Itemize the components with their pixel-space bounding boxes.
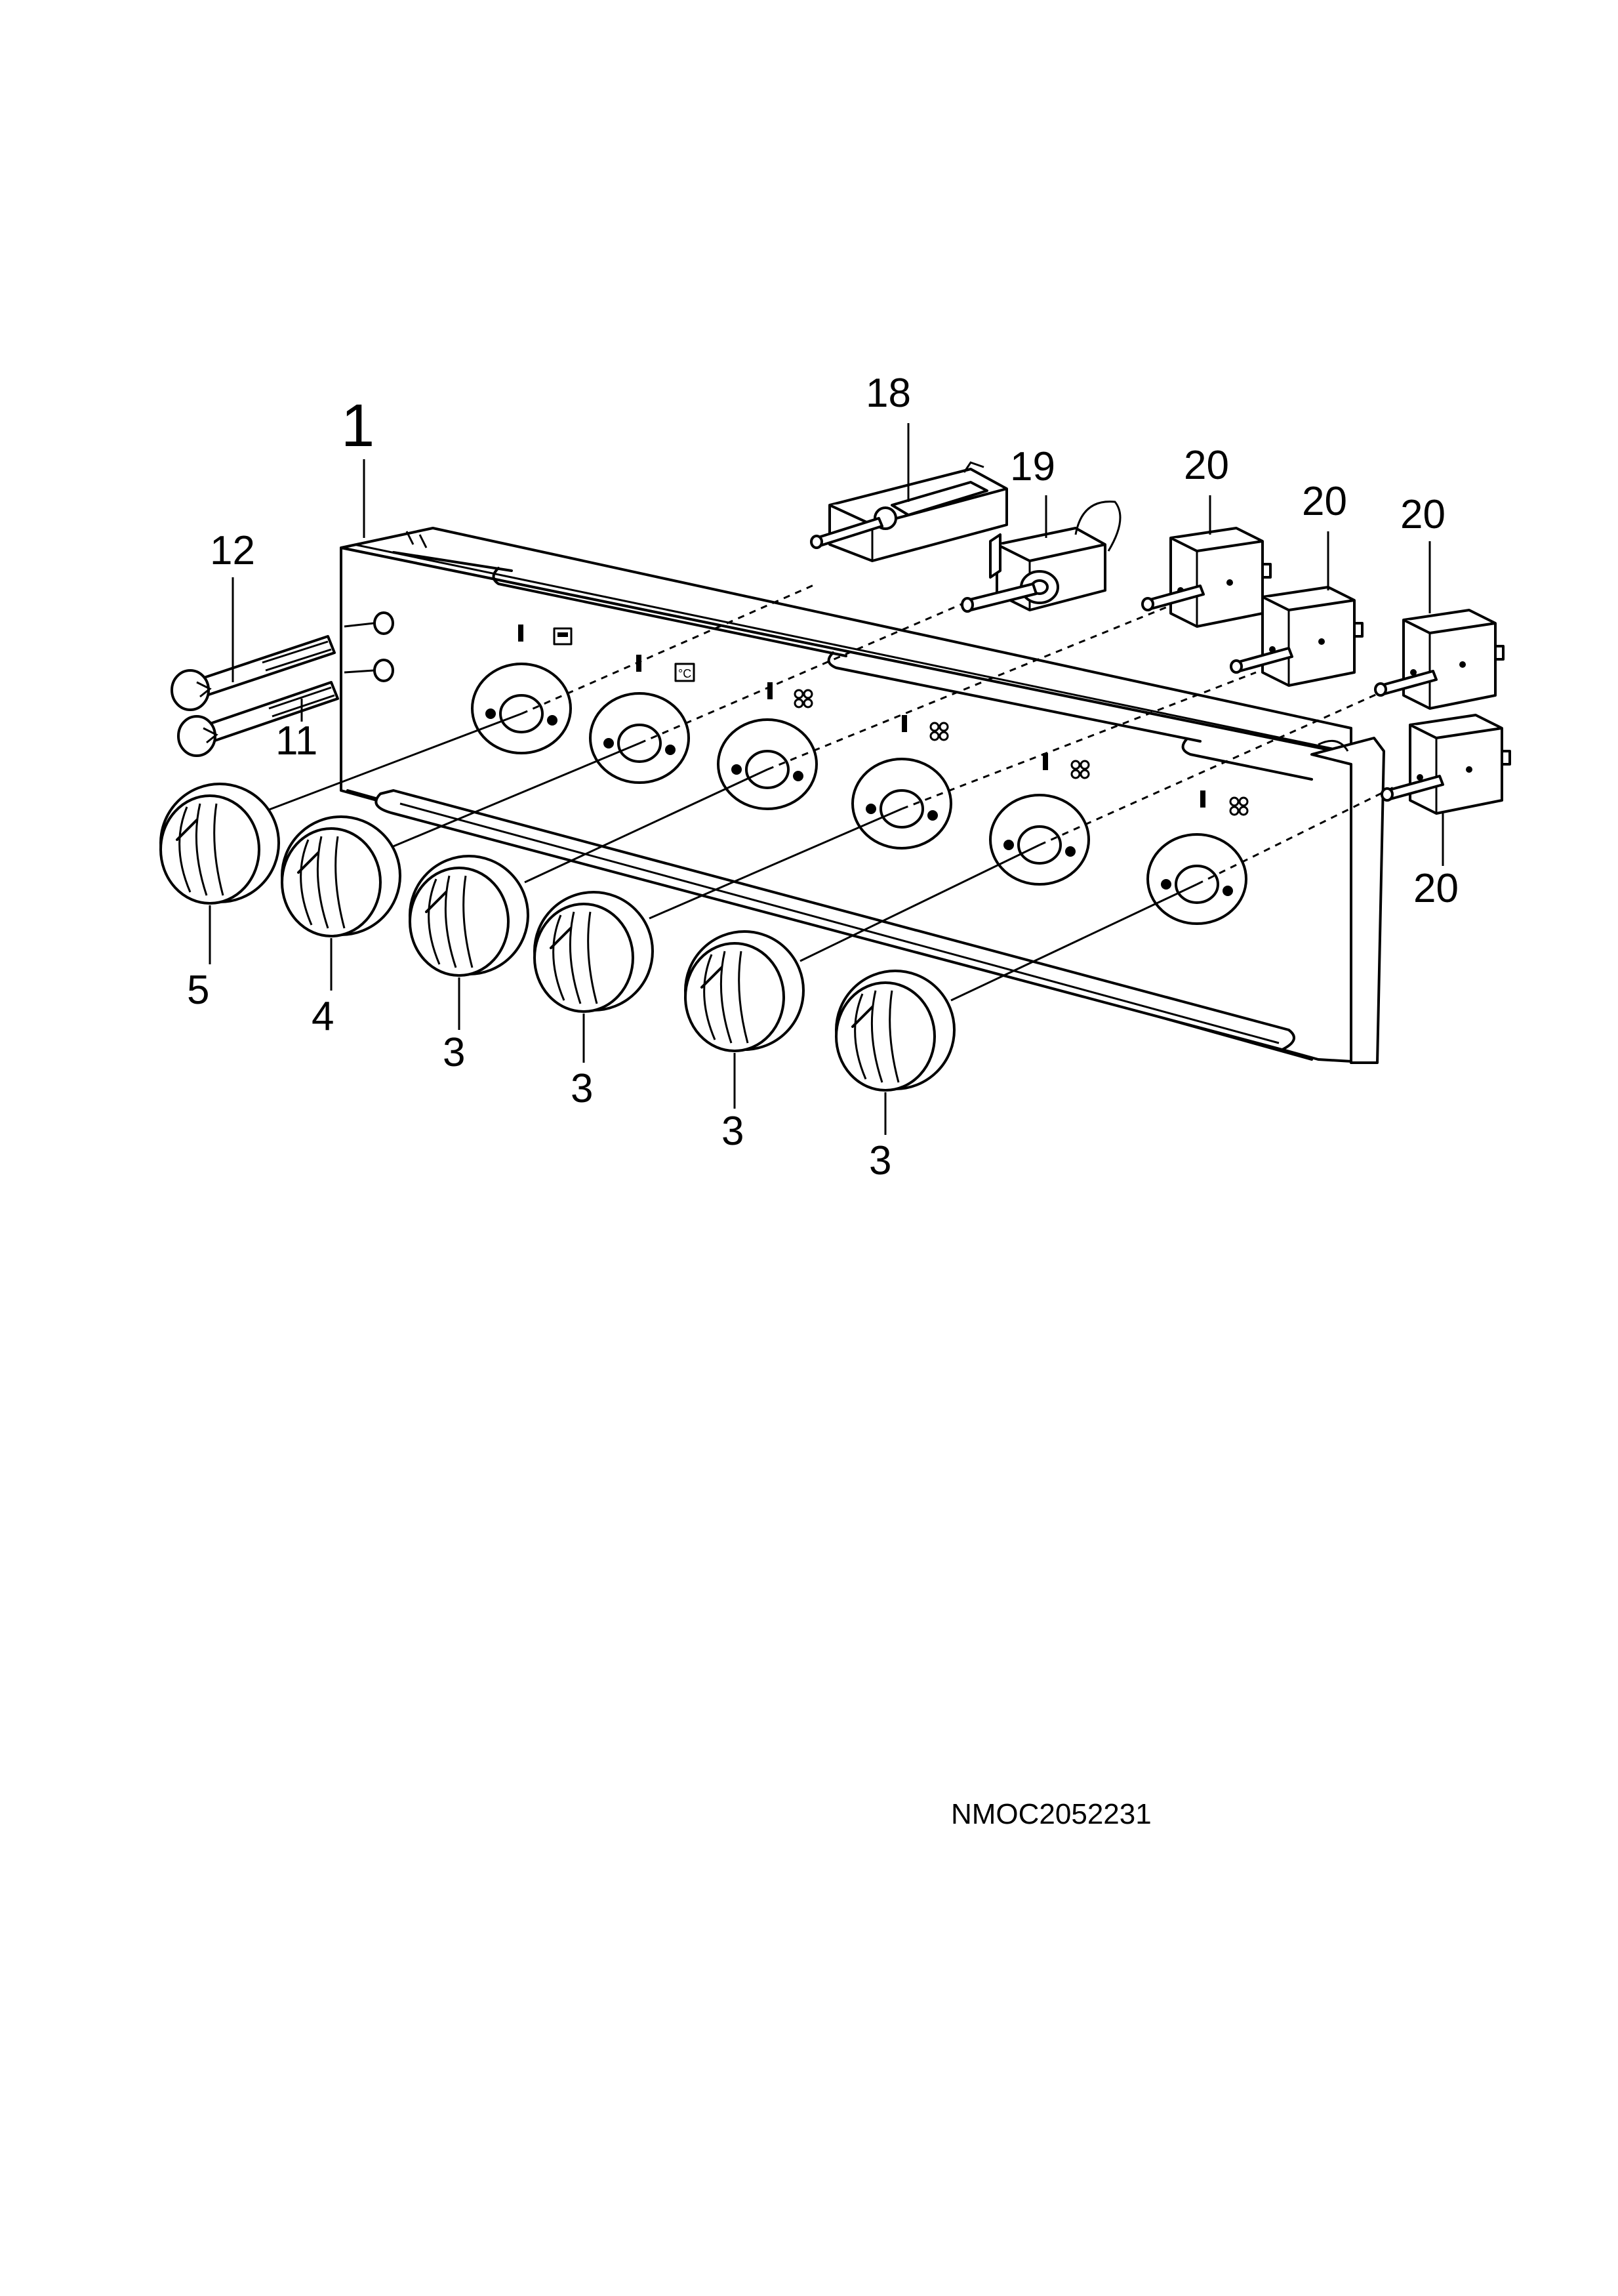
leader-lines — [209, 423, 1444, 1135]
thermostat-unit — [961, 501, 1122, 613]
callout-12: 12 — [210, 528, 255, 573]
bezel-1 — [471, 663, 572, 754]
bezel-5 — [989, 794, 1090, 886]
callout-11: 11 — [275, 718, 317, 764]
timer-unit — [810, 461, 1008, 562]
energy-regulator-2 — [1230, 586, 1364, 687]
callout-3-b: 3 — [571, 1066, 593, 1111]
bezel-6 — [1146, 833, 1247, 925]
assembly-lines — [258, 583, 1404, 1002]
hob-zone-icon — [1229, 796, 1249, 816]
callout-3-c: 3 — [721, 1109, 744, 1154]
energy-regulator-4 — [1381, 714, 1511, 815]
energy-regulator-3 — [1374, 609, 1505, 710]
callout-20-d: 20 — [1413, 866, 1459, 911]
svg-text:°C: °C — [678, 667, 691, 680]
indicator-lamp-11 — [177, 681, 339, 757]
knob-3a — [409, 855, 529, 977]
energy-regulator-1 — [1141, 527, 1272, 628]
callout-20-c: 20 — [1400, 492, 1446, 537]
knob-bezels — [471, 663, 1247, 925]
hob-zone-icon — [1070, 760, 1090, 779]
callout-1: 1 — [341, 392, 374, 459]
callout-labels: 1 18 19 20 20 20 20 12 11 5 4 3 3 3 3 NM… — [187, 371, 1459, 1830]
callout-3-a: 3 — [443, 1030, 465, 1075]
hob-zone-icon — [929, 722, 949, 741]
callout-18: 18 — [866, 371, 911, 416]
callout-20-a: 20 — [1184, 443, 1229, 488]
knob-5 — [159, 783, 280, 905]
temperature-celsius-icon: °C — [674, 663, 695, 682]
knob-3d — [835, 970, 956, 1092]
knob-3b — [533, 891, 654, 1013]
bezel-4 — [851, 758, 952, 850]
callout-4: 4 — [312, 994, 334, 1039]
callout-19: 19 — [1010, 444, 1055, 489]
drawing-code: NMOC2052231 — [951, 1798, 1152, 1830]
bezel-2 — [589, 692, 690, 784]
callout-5: 5 — [187, 968, 209, 1013]
knob-3c — [684, 930, 805, 1052]
timer-symbol-icon — [553, 627, 573, 646]
callout-3-d: 3 — [869, 1138, 891, 1183]
bezel-3 — [717, 718, 818, 810]
indicator-lamp-12 — [171, 635, 336, 711]
panel-symbols: °C — [373, 611, 1249, 816]
knob-4 — [281, 815, 401, 937]
callout-20-b: 20 — [1302, 479, 1347, 524]
hob-zone-icon — [794, 689, 813, 708]
